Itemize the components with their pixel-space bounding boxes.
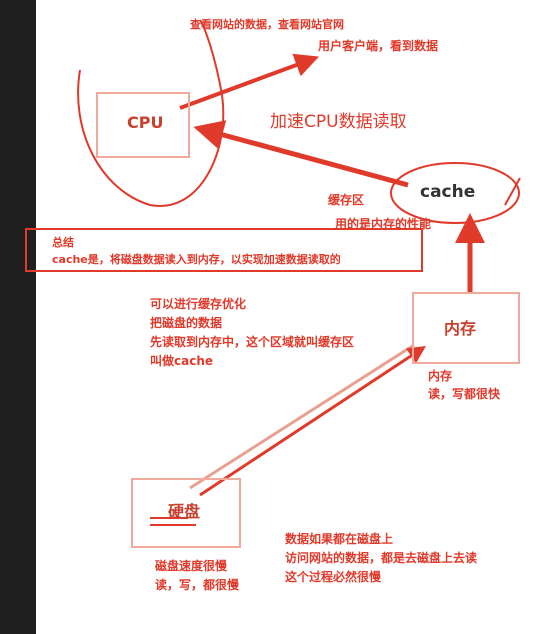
- disk-access-line-1: 数据如果都在磁盘上: [285, 532, 394, 546]
- summary-title: 总结: [52, 236, 74, 249]
- disk-speed-line-2: 读，写，都很慢: [155, 578, 240, 592]
- top-note-line2: 用户客户端，看到数据: [318, 39, 439, 53]
- disk-label: 硬盘: [168, 502, 201, 521]
- cache-area-note: 缓存区: [328, 193, 365, 207]
- cache-uses-memory-note: 用的是内存的性能: [335, 217, 432, 231]
- cache-label: cache: [420, 182, 476, 202]
- left-dark-strip: [0, 0, 36, 634]
- memory-speed-note: 读，写都很快: [428, 387, 501, 401]
- disk-access-line-2: 访问网站的数据，都是去磁盘上去读: [285, 551, 478, 565]
- optimize-line-3: 先读取到内存中，这个区域就叫缓存区: [150, 335, 355, 349]
- disk-access-line-3: 这个过程必然很慢: [285, 570, 382, 584]
- optimize-line-2: 把磁盘的数据: [150, 316, 223, 330]
- summary-box: [25, 228, 423, 272]
- accel-note: 加速CPU数据读取: [270, 112, 407, 132]
- memory-label: 内存: [444, 319, 477, 338]
- memory-box: [412, 292, 520, 364]
- arrow-cache-to-cpu: [193, 120, 409, 188]
- top-note-line1: 查看网站的数据，查看网站官网: [190, 18, 344, 31]
- arrow-disk-to-memory-2: [199, 346, 427, 497]
- optimize-line-1: 可以进行缓存优化: [150, 297, 247, 311]
- disk-box: [131, 478, 241, 548]
- optimize-line-4: 叫做cache: [150, 354, 214, 368]
- cpu-label: CPU: [127, 113, 164, 132]
- cpu-box: [96, 92, 190, 158]
- cache-tail: [504, 177, 521, 206]
- arrow-cpu-to-client: [179, 53, 320, 110]
- arrow-disk-to-memory: [189, 343, 415, 490]
- summary-body: cache是，将磁盘数据读入到内存，以实现加速数据读取的: [52, 253, 341, 266]
- disk-speed-line-1: 磁盘速度很慢: [155, 559, 228, 573]
- memory-title-note: 内存: [428, 369, 453, 383]
